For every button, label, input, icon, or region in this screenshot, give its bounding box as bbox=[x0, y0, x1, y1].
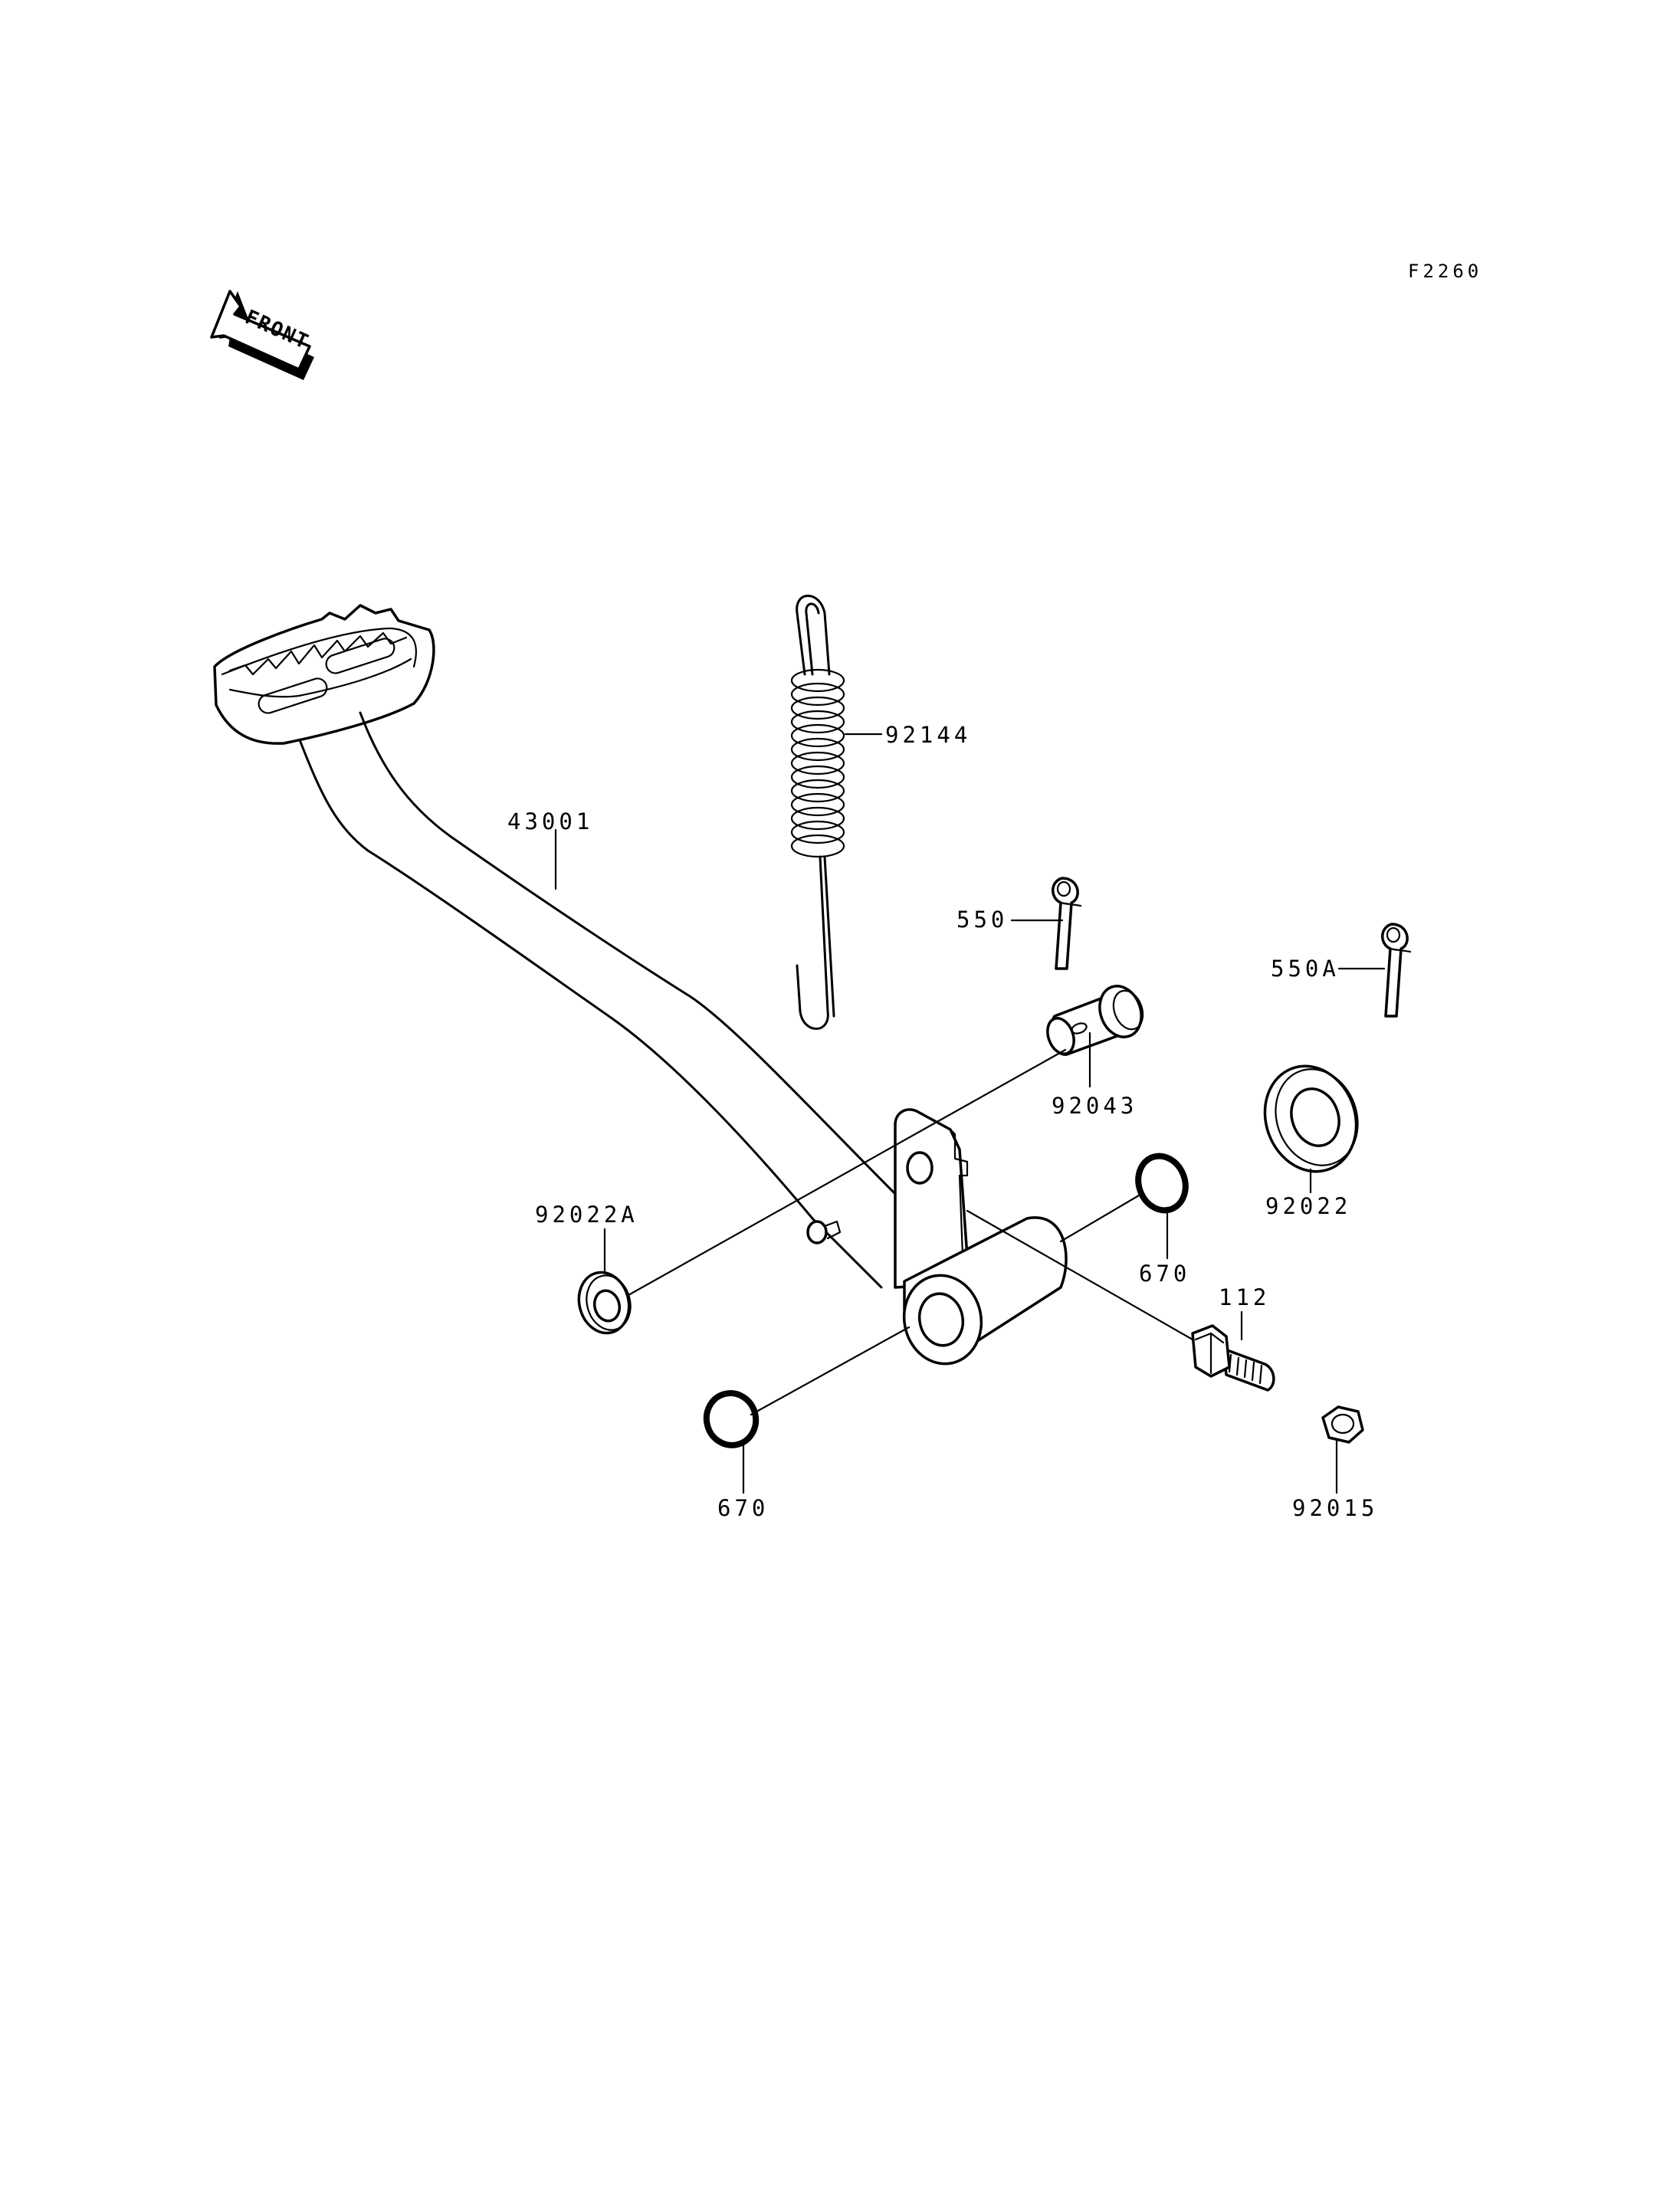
front-arrow-icon: FRONT bbox=[210, 290, 314, 380]
label-bolt: 112 bbox=[1219, 1284, 1270, 1310]
brake-pedal-lever bbox=[213, 604, 1068, 1366]
o-ring-lower bbox=[703, 1390, 760, 1448]
label-o-ring-lower: 670 bbox=[717, 1495, 769, 1521]
figure-code: F2260 bbox=[1408, 261, 1482, 282]
washer-right bbox=[1263, 1064, 1359, 1173]
label-spring: 92144 bbox=[885, 722, 971, 748]
cotter-pin-a bbox=[1381, 923, 1412, 1018]
washer-left bbox=[577, 1271, 632, 1335]
label-nut: 92015 bbox=[1292, 1495, 1378, 1521]
o-ring-upper bbox=[1135, 1153, 1189, 1214]
return-spring bbox=[790, 595, 845, 1030]
label-pin: 92043 bbox=[1052, 1093, 1137, 1119]
label-washer-left: 92022A bbox=[535, 1202, 638, 1228]
label-lever: 43001 bbox=[507, 808, 593, 835]
label-cotter-pin: 550 bbox=[956, 907, 1008, 933]
cotter-pin bbox=[1052, 877, 1082, 970]
label-cotter-pin-a: 550A bbox=[1271, 956, 1340, 982]
label-washer-right: 92022 bbox=[1265, 1193, 1351, 1219]
label-o-ring-upper: 670 bbox=[1139, 1261, 1190, 1287]
nut bbox=[1321, 1405, 1364, 1444]
clevis-pin bbox=[1046, 985, 1144, 1056]
leader-lines bbox=[554, 733, 1386, 1494]
part-labels: 43001 92144 550 550A 92043 92022 92022A … bbox=[507, 722, 1378, 1521]
bolt bbox=[1191, 1324, 1275, 1392]
